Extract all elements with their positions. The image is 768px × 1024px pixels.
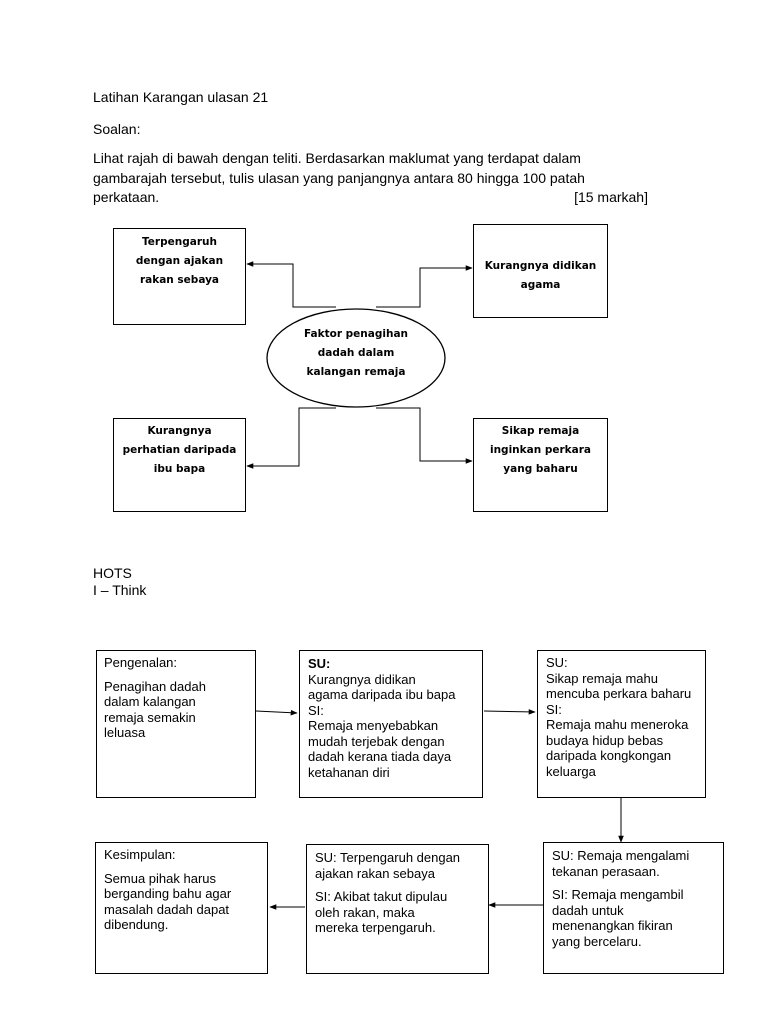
arrow-to-top-left [246, 261, 336, 308]
mindmap-text-top-left: Terpengaruh dengan ajakan rakan sebaya [135, 236, 224, 286]
arrow-box2-box3 [483, 709, 536, 715]
mindmap-text-top-right: Kurangnya didikan agama [484, 260, 597, 291]
mindmap-box-bottom-right [473, 418, 608, 512]
hots-subtitle: I – Think [93, 582, 147, 598]
arrow-to-bottom-left [246, 407, 336, 469]
flow-text-isi-4: SU: Terpengaruh dengan ajakan rakan seba… [315, 850, 461, 935]
arrow-to-bottom-right [376, 407, 473, 464]
mindmap-text-bottom-left: Kurangnya perhatian daripada ibu bapa [122, 425, 237, 475]
flow-text-isi-1: SU: Kurangnya didikan agama daripada ibu… [308, 656, 456, 780]
instruction-line: gambarajah tersebut, tulis ulasan yang p… [93, 169, 585, 186]
flow-box-isi-4 [306, 844, 489, 974]
flow-box-kesimpulan [95, 842, 268, 974]
flow-box-pengenalan [96, 650, 256, 798]
flow-box-isi-3 [543, 842, 724, 974]
flow-text-kesimpulan: Kesimpulan: Semua pihak harus berganding… [104, 847, 232, 932]
flow-text-pengenalan: Pengenalan: Penagihan dadah dalam kalang… [104, 655, 206, 740]
hots-title: HOTS [93, 565, 132, 581]
instruction-line: Lihat rajah di bawah dengan teliti. Berd… [93, 150, 581, 166]
center-ellipse [266, 308, 446, 408]
instruction-line-end: perkataan. [93, 189, 160, 205]
mindmap-text-center: Faktor penagihan dadah dalam kalangan re… [303, 328, 409, 378]
instruction-line: perkataan. [15 markah] [93, 188, 648, 208]
arrow-to-top-right [376, 265, 473, 308]
flow-text-isi-2: SU: Sikap remaja mahu mencuba perkara ba… [546, 655, 692, 779]
mindmap-box-top-right [473, 224, 608, 318]
mindmap-box-bottom-left [113, 418, 246, 512]
flow-text-isi-3: SU: Remaja mengalami tekanan perasaan. S… [552, 848, 690, 949]
arrow-box1-box2 [255, 709, 298, 716]
mindmap-text-bottom-right: Sikap remaja inginkan perkara yang bahar… [489, 425, 591, 475]
flow-box-isi-2 [537, 650, 706, 798]
mindmap-box-top-left [113, 228, 246, 325]
question-label: Soalan: [93, 121, 141, 137]
flow-box-isi-1 [299, 650, 483, 798]
document-title: Latihan Karangan ulasan 21 [93, 89, 269, 105]
marks-label: [15 markah] [574, 189, 648, 205]
instruction-paragraph: Lihat rajah di bawah dengan teliti. Berd… [93, 149, 648, 208]
